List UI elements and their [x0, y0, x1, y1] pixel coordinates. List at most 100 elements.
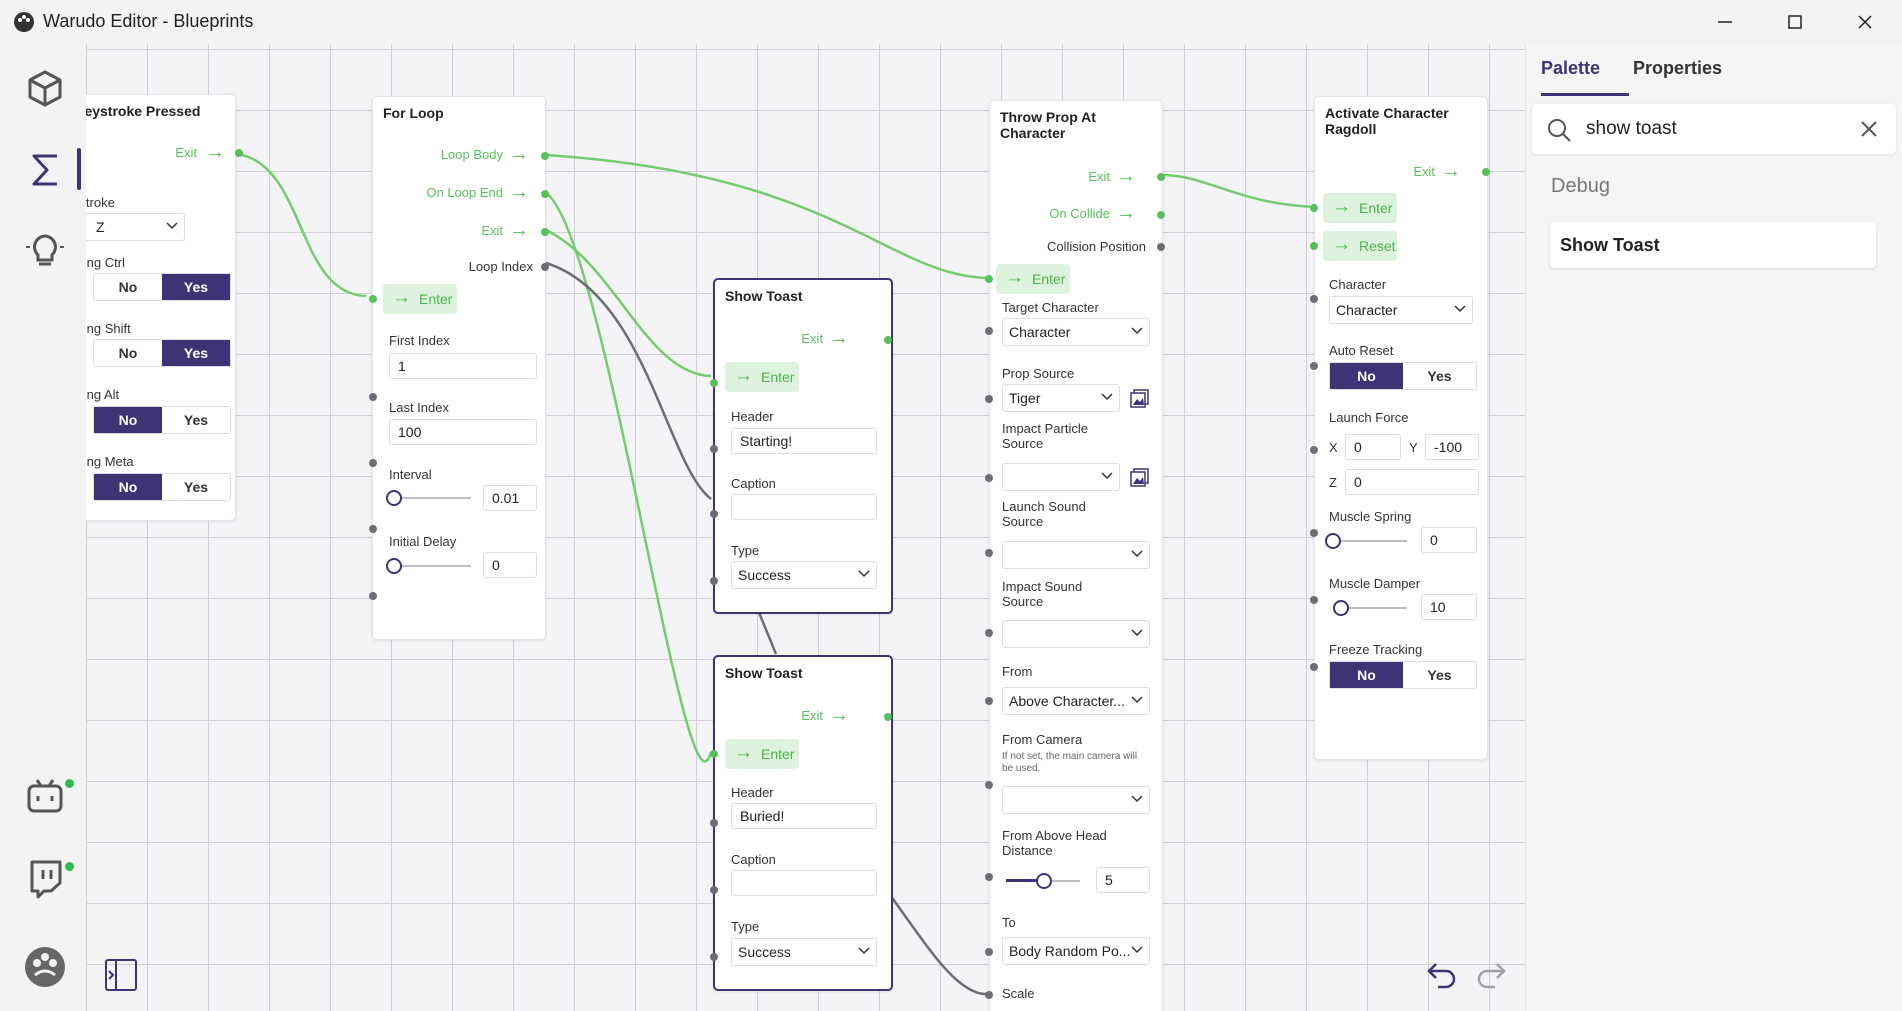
enter-port[interactable] — [1310, 204, 1318, 212]
loop-body-port[interactable] — [541, 152, 549, 160]
image-picker-icon[interactable] — [1130, 388, 1150, 408]
initial-delay-input[interactable]: 0 — [483, 552, 537, 578]
header-input[interactable]: Starting! — [731, 428, 877, 454]
warudo-logo-icon[interactable] — [22, 944, 68, 990]
caption-port[interactable] — [710, 510, 718, 518]
tab-properties[interactable]: Properties — [1633, 58, 1723, 78]
last-index-input[interactable]: 100 — [389, 419, 537, 445]
node-on-keystroke-pressed[interactable]: On Keystroke Pressed Exit → Keystroke Z … — [86, 94, 243, 521]
launch-force-port[interactable] — [1310, 446, 1318, 454]
muscle-damper-input[interactable]: 10 — [1421, 594, 1477, 620]
clear-search-icon[interactable] — [1860, 120, 1878, 138]
maximize-button[interactable] — [1762, 0, 1832, 44]
to-port[interactable] — [985, 948, 993, 956]
toggle-yes[interactable]: Yes — [183, 412, 209, 428]
impact-particle-select[interactable] — [1002, 463, 1120, 491]
enter-input[interactable]: → Enter — [996, 264, 1070, 294]
type-port[interactable] — [710, 577, 718, 585]
muscle-damper-slider[interactable] — [1333, 607, 1407, 609]
minimize-button[interactable] — [1692, 0, 1762, 44]
muscle-damper-port[interactable] — [1310, 596, 1318, 604]
enter-port[interactable] — [369, 295, 377, 303]
impact-particle-port[interactable] — [985, 474, 993, 482]
exit-port[interactable] — [1482, 168, 1490, 176]
launch-sound-port[interactable] — [985, 549, 993, 557]
prop-source-port[interactable] — [985, 395, 993, 403]
muscle-damper-slider-knob[interactable] — [1333, 600, 1349, 616]
enter-port[interactable] — [985, 275, 993, 283]
launch-force-y-input[interactable]: -100 — [1425, 434, 1479, 460]
node-throw-prop-at-character[interactable]: Throw Prop At Character Exit → On Collid… — [985, 100, 1165, 1011]
holding-meta-toggle[interactable]: No Yes — [93, 473, 231, 501]
type-port[interactable] — [710, 953, 718, 961]
exit-port[interactable] — [884, 336, 892, 344]
close-button[interactable] — [1832, 0, 1902, 44]
holding-alt-toggle[interactable]: No Yes — [93, 406, 231, 434]
type-select[interactable]: Success — [731, 561, 877, 589]
toggle-no[interactable]: No — [118, 345, 138, 361]
impact-sound-port[interactable] — [985, 629, 993, 637]
holding-ctrl-toggle[interactable]: No Yes — [93, 273, 231, 301]
holding-shift-toggle[interactable]: No Yes — [93, 339, 231, 367]
freeze-tracking-toggle[interactable]: No Yes — [1329, 661, 1477, 689]
redo-icon[interactable] — [1475, 956, 1509, 990]
toggle-no[interactable]: No — [94, 474, 162, 500]
first-index-port[interactable] — [369, 393, 377, 401]
lightbulb-icon[interactable] — [22, 227, 68, 273]
initial-delay-port[interactable] — [369, 592, 377, 600]
toggle-yes[interactable]: Yes — [1427, 368, 1452, 384]
reset-input[interactable]: → Reset — [1323, 231, 1397, 261]
node-for-loop[interactable]: For Loop Loop Body → On Loop End → Exit … — [369, 96, 549, 640]
palette-item-show-toast[interactable]: Show Toast — [1550, 222, 1876, 268]
undo-icon[interactable] — [1424, 956, 1458, 990]
node-show-toast[interactable]: Show Toast Exit → → Enter Header Buried!… — [710, 655, 893, 991]
from-port[interactable] — [985, 697, 993, 705]
initial-delay-slider-knob[interactable] — [386, 558, 402, 574]
type-select[interactable]: Success — [731, 938, 877, 966]
launch-sound-select[interactable] — [1002, 541, 1150, 569]
toggle-yes[interactable]: Yes — [162, 274, 230, 300]
exit-port[interactable] — [235, 149, 243, 157]
initial-delay-slider[interactable] — [393, 565, 471, 567]
header-port[interactable] — [710, 445, 718, 453]
toggle-no[interactable]: No — [94, 407, 162, 433]
sigma-icon[interactable] — [22, 147, 68, 193]
interval-slider-knob[interactable] — [386, 490, 402, 506]
exit-port[interactable] — [1157, 173, 1165, 181]
on-loop-end-port[interactable] — [541, 190, 549, 198]
muscle-spring-input[interactable]: 0 — [1421, 527, 1477, 553]
launch-force-x-input[interactable]: 0 — [1345, 434, 1401, 460]
exit-port[interactable] — [541, 228, 549, 236]
enter-input[interactable]: → Enter — [383, 284, 457, 314]
launch-force-z-input[interactable]: 0 — [1345, 469, 1479, 495]
character-select[interactable]: Character — [1329, 296, 1473, 324]
header-input[interactable]: Buried! — [731, 803, 877, 829]
prop-source-select[interactable]: Tiger — [1002, 384, 1120, 412]
toggle-no[interactable]: No — [1330, 662, 1403, 688]
toggle-yes[interactable]: Yes — [183, 479, 209, 495]
header-port[interactable] — [710, 819, 718, 827]
enter-input[interactable]: → Enter — [1323, 193, 1397, 223]
last-index-port[interactable] — [369, 459, 377, 467]
node-show-toast[interactable]: Show Toast Exit → → Enter Header Startin… — [710, 278, 893, 614]
freeze-tracking-port[interactable] — [1310, 663, 1318, 671]
target-character-port[interactable] — [985, 327, 993, 335]
image-picker-icon[interactable] — [1130, 467, 1150, 487]
keystroke-select[interactable]: Z — [86, 213, 185, 241]
exit-port[interactable] — [884, 713, 892, 721]
auto-reset-port[interactable] — [1310, 362, 1318, 370]
from-camera-port[interactable] — [985, 781, 993, 789]
toggle-yes[interactable]: Yes — [1427, 667, 1452, 683]
enter-port[interactable] — [710, 750, 718, 758]
search-input[interactable]: show toast — [1532, 104, 1896, 154]
toggle-yes[interactable]: Yes — [162, 340, 230, 366]
head-distance-slider-knob[interactable] — [1036, 873, 1052, 889]
scale-port[interactable] — [985, 991, 993, 999]
toggle-no[interactable]: No — [1330, 363, 1403, 389]
first-index-input[interactable]: 1 — [389, 353, 537, 379]
collision-position-port[interactable] — [1157, 243, 1165, 251]
character-port[interactable] — [1310, 295, 1318, 303]
caption-input[interactable] — [731, 870, 877, 896]
caption-input[interactable] — [731, 494, 877, 520]
blueprint-canvas[interactable]: On Keystroke Pressed Exit → Keystroke Z … — [86, 44, 1525, 1011]
